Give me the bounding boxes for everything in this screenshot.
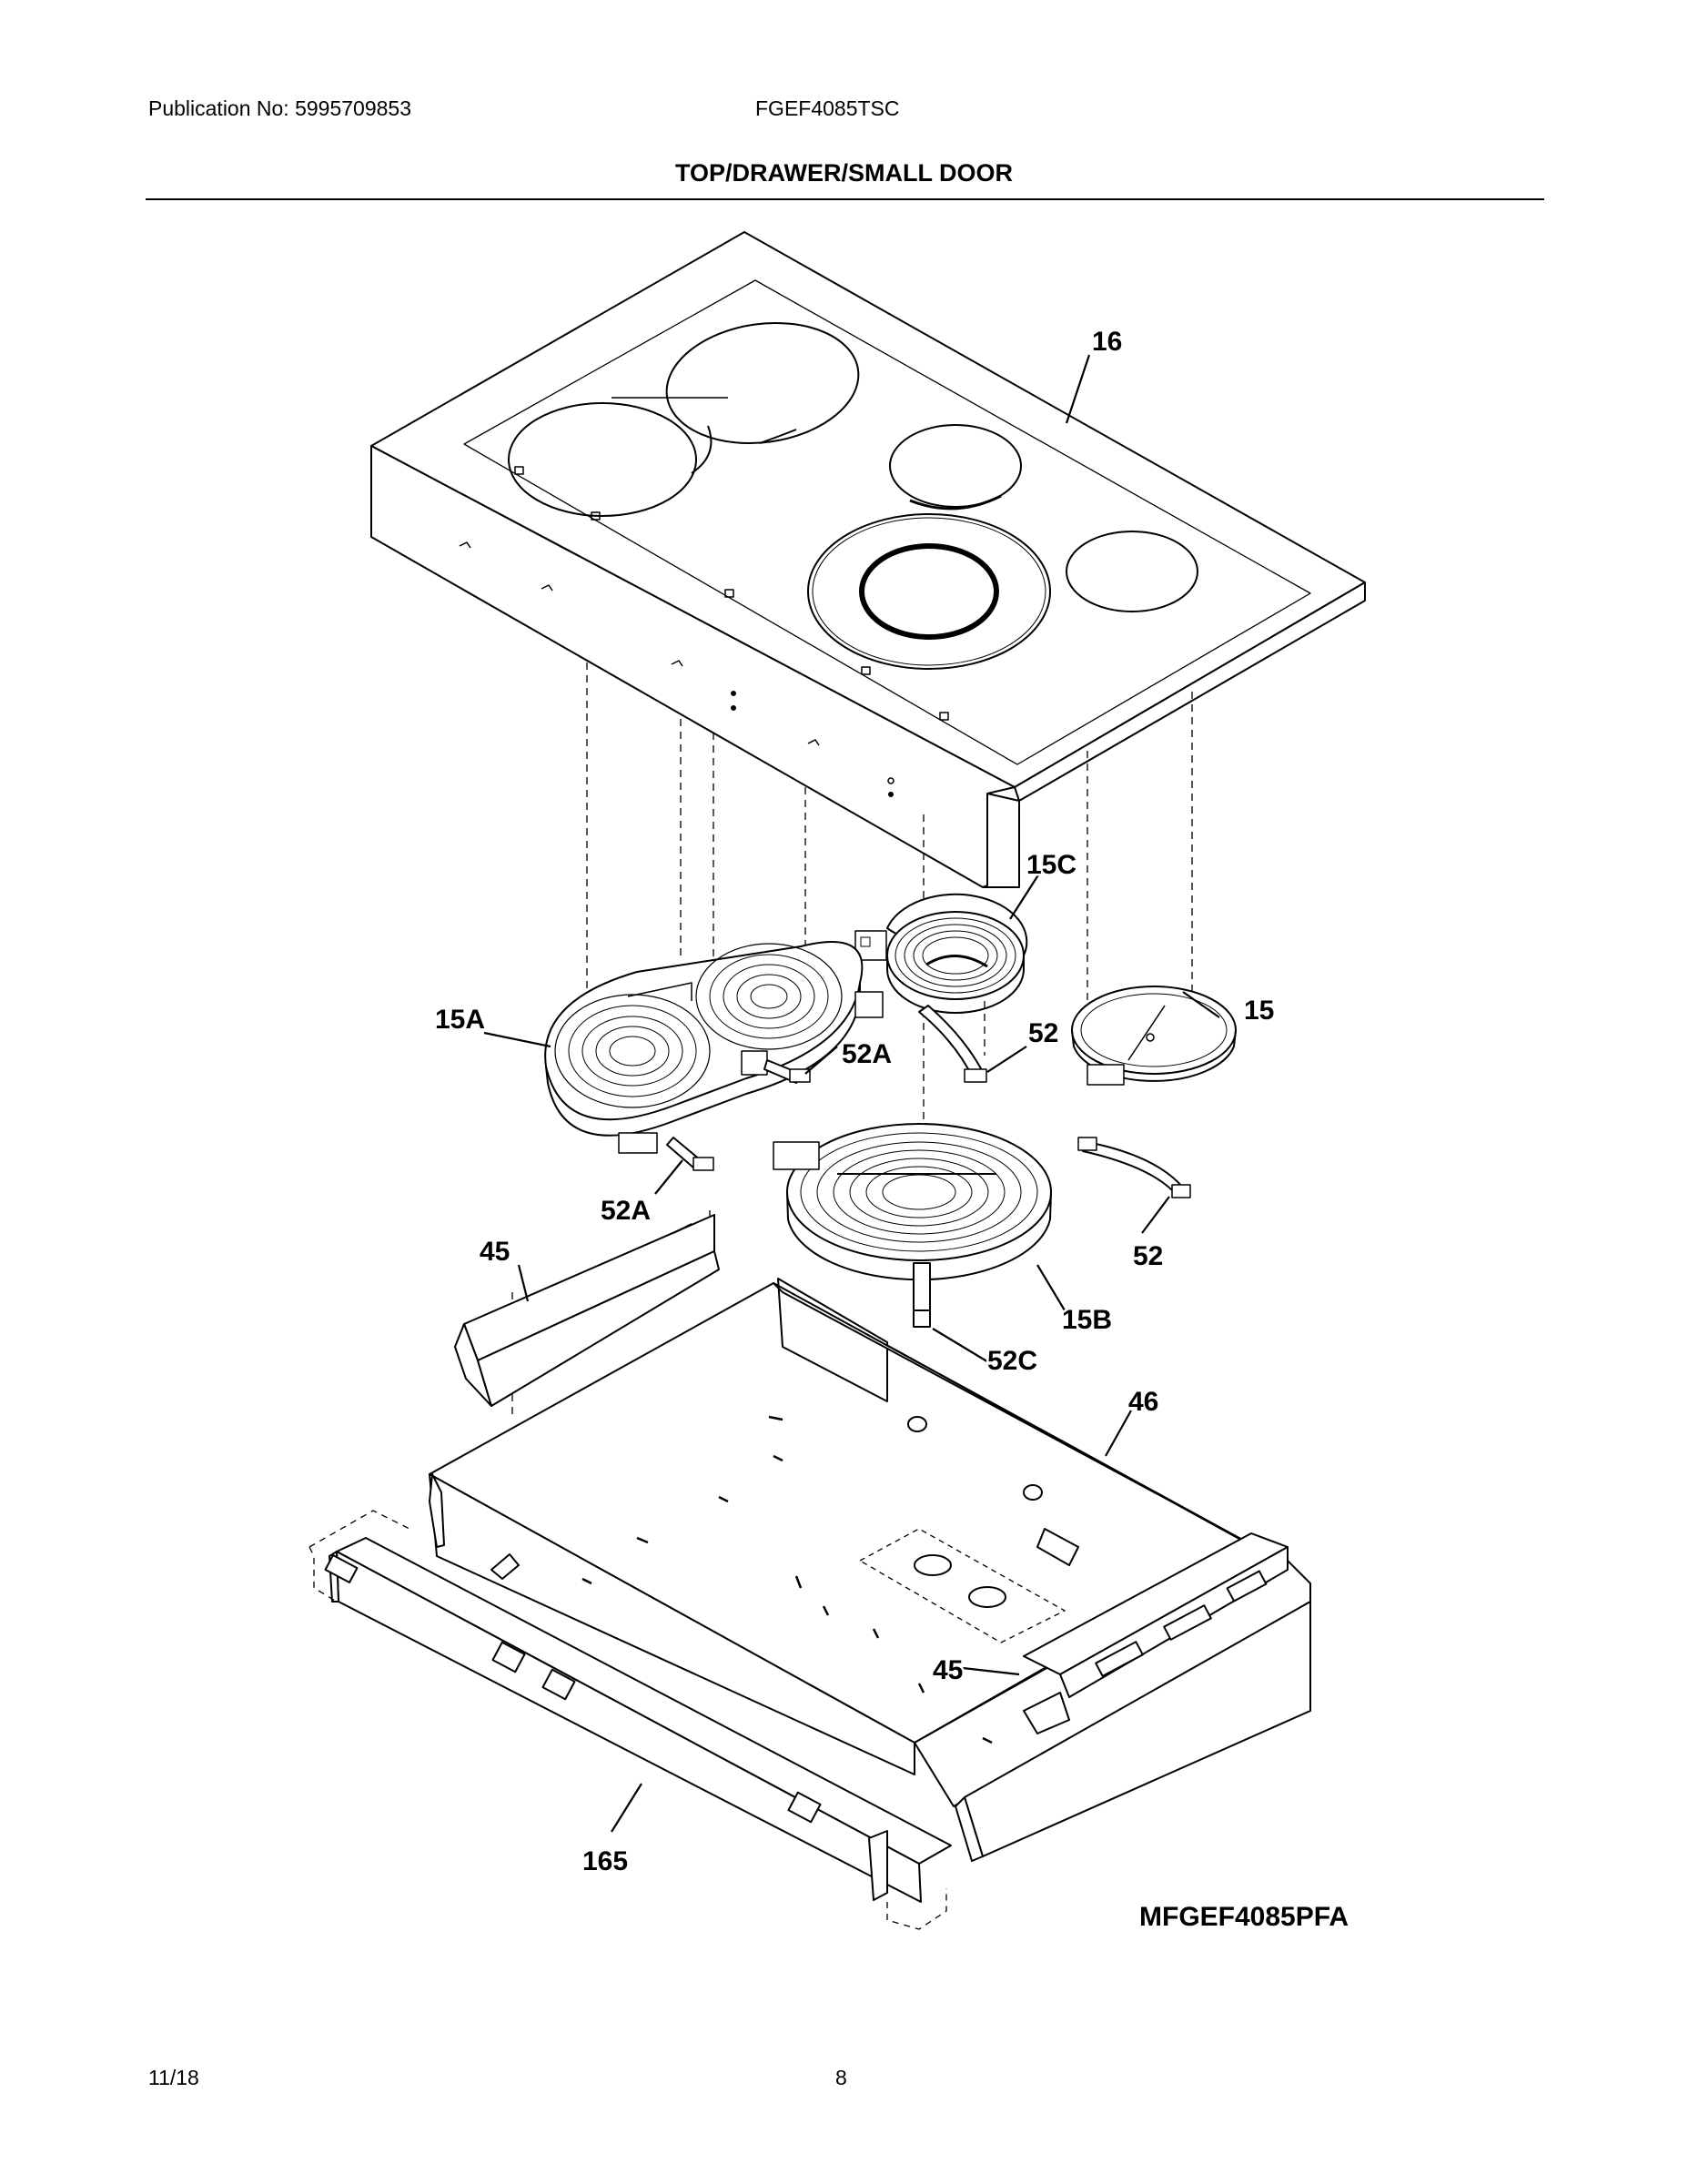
callout-labels: 16 15C 15A 15 52 52A 52A 52 45 15B 52C 4… [433,325,1277,1879]
callout-45-left: 45 [480,1237,510,1267]
callout-46: 46 [1128,1387,1158,1417]
front-panel-165 [324,1537,952,1903]
model-number: FGEF4085TSC [755,96,900,120]
element-15c [854,893,1028,1083]
phantom-outline [308,1510,947,1930]
title-rule [146,198,1544,200]
callout-15: 15 [1244,996,1274,1026]
leader-lines [483,354,1220,1833]
bracket-45-right [955,1532,1311,1862]
callout-52a-right: 52A [842,1039,892,1069]
drawing-id: MFGEF4085PFA [1139,1902,1349,1932]
callout-52c: 52C [987,1346,1037,1376]
element-15a [544,941,884,1171]
page-title: TOP/DRAWER/SMALL DOOR [674,159,1013,187]
element-15b [773,1123,1052,1328]
footer-date: 11/18 [148,2066,199,2089]
callout-52-lower: 52 [1133,1241,1163,1271]
callout-165: 165 [582,1846,628,1876]
callout-52-upper: 52 [1028,1018,1058,1048]
callout-52a-left: 52A [601,1196,651,1226]
cooktop-top-16 [370,231,1366,888]
callout-15b: 15B [1062,1305,1112,1335]
page-number: 8 [835,2066,847,2089]
callout-16: 16 [1092,327,1122,357]
alignment-lines [511,662,1193,1420]
element-15 [1071,986,1237,1198]
bracket-45-left [454,1214,720,1407]
publication-number: Publication No: 5995709853 [148,96,412,120]
callout-15a: 15A [435,1005,485,1035]
callout-15c: 15C [1026,850,1076,880]
callout-45-right: 45 [933,1655,963,1685]
